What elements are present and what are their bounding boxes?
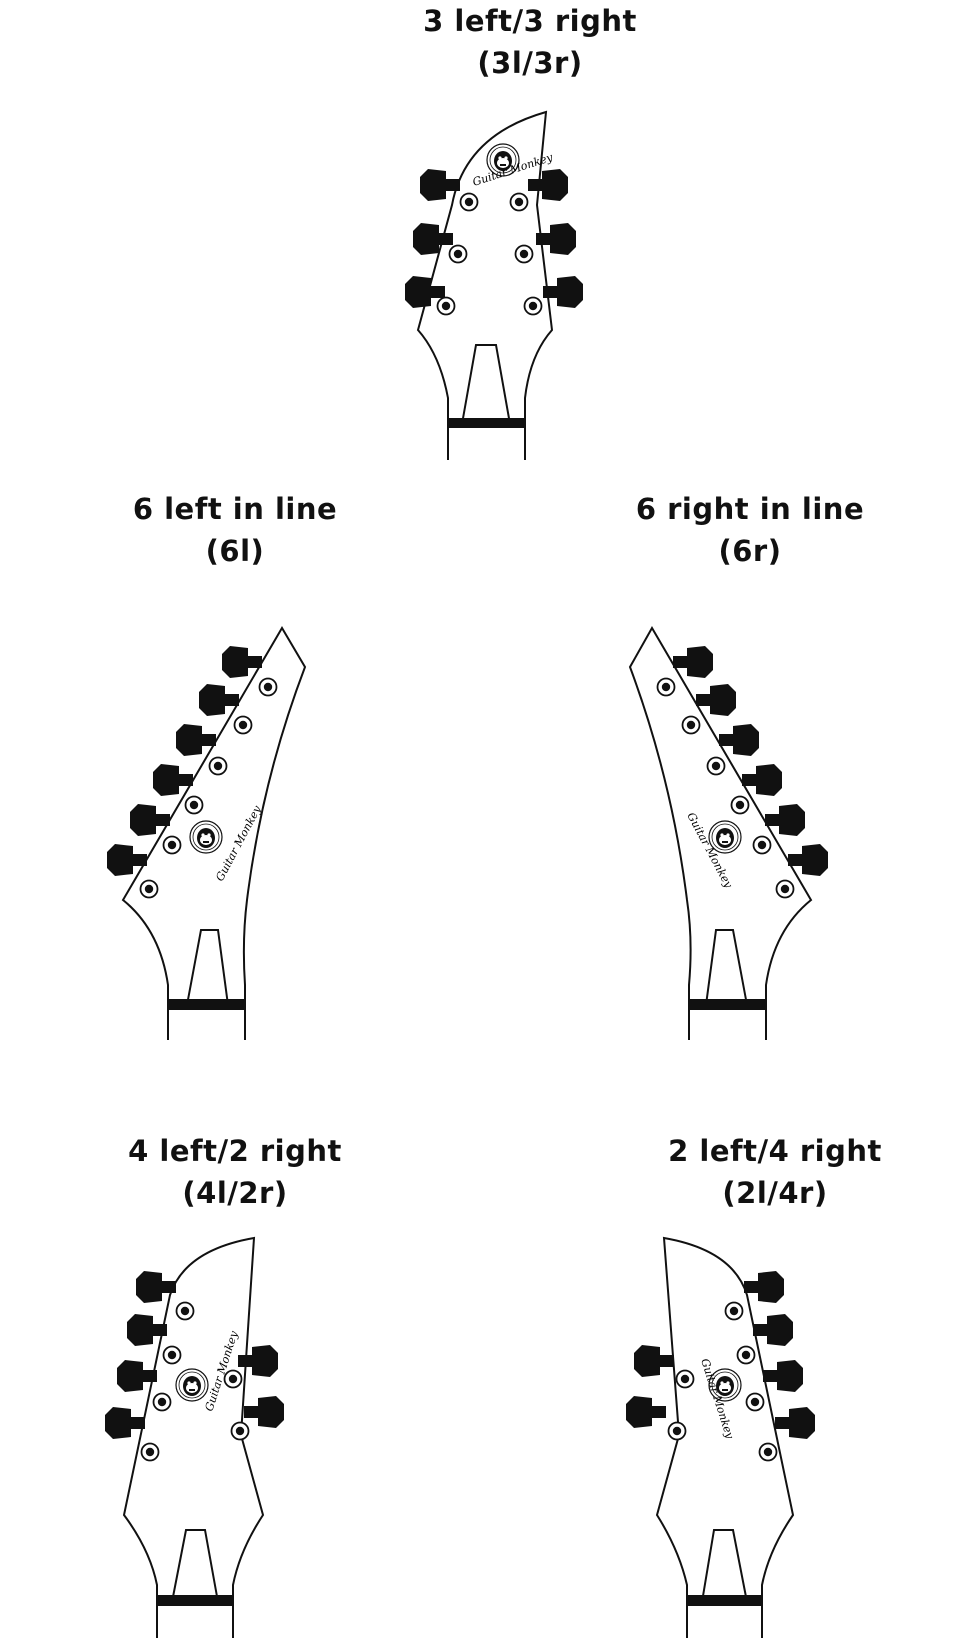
truss-rod-cover bbox=[171, 1529, 219, 1603]
string-post-icon bbox=[706, 756, 726, 776]
tuner-peg-icon bbox=[696, 684, 736, 716]
diagram-title: 6 left in line bbox=[132, 492, 338, 526]
string-post-icon bbox=[233, 715, 253, 735]
string-post-icon bbox=[258, 677, 278, 697]
headstock-4l-2r: Guitar Monkey bbox=[105, 1236, 284, 1638]
diagram-title: 2 left/4 right bbox=[668, 1134, 882, 1168]
label-6l: 6 left in line (6l) bbox=[75, 488, 395, 572]
diagram-title: 6 right in line bbox=[635, 492, 865, 526]
headstock-6r: Guitar Monkey bbox=[628, 625, 828, 1040]
diagram-code: (4l/2r) bbox=[182, 1176, 288, 1210]
truss-rod-cover bbox=[701, 1529, 748, 1603]
string-post-icon bbox=[230, 1421, 250, 1441]
string-post-icon bbox=[656, 677, 676, 697]
nut bbox=[157, 1595, 233, 1606]
headstock-3l-3r: Guitar Monkey bbox=[405, 110, 583, 460]
string-post-icon bbox=[681, 715, 701, 735]
string-post-icon bbox=[459, 192, 479, 212]
nut bbox=[448, 418, 525, 428]
string-post-icon bbox=[730, 795, 750, 815]
string-post-icon bbox=[436, 296, 456, 316]
truss-rod-cover bbox=[461, 344, 511, 425]
string-post-icon bbox=[724, 1301, 744, 1321]
tuner-peg-icon bbox=[753, 1314, 793, 1346]
headstock-outline bbox=[122, 1236, 265, 1638]
tuner-peg-icon bbox=[105, 1407, 145, 1439]
diagram-code: (3l/3r) bbox=[477, 46, 583, 80]
nut bbox=[689, 999, 766, 1010]
string-post-icon bbox=[139, 879, 159, 899]
truss-rod-cover bbox=[186, 929, 229, 1006]
diagram-code: (6r) bbox=[718, 534, 782, 568]
string-post-icon bbox=[745, 1392, 765, 1412]
diagram-code: (2l/4r) bbox=[722, 1176, 828, 1210]
string-post-icon bbox=[208, 756, 228, 776]
diagram-title: 4 left/2 right bbox=[128, 1134, 342, 1168]
tuner-peg-icon bbox=[626, 1396, 666, 1428]
string-post-icon bbox=[162, 835, 182, 855]
tuner-peg-icon bbox=[763, 1360, 803, 1392]
diagram-title: 3 left/3 right bbox=[423, 4, 637, 38]
string-post-icon bbox=[448, 244, 468, 264]
string-post-icon bbox=[152, 1392, 172, 1412]
string-post-icon bbox=[675, 1369, 695, 1389]
label-4l-2r: 4 left/2 right (4l/2r) bbox=[75, 1130, 395, 1214]
string-post-icon bbox=[162, 1345, 182, 1365]
label-2l-4r: 2 left/4 right (2l/4r) bbox=[615, 1130, 935, 1214]
label-3l-3r: 3 left/3 right (3l/3r) bbox=[370, 0, 690, 84]
string-post-icon bbox=[514, 244, 534, 264]
tuner-peg-icon bbox=[744, 1271, 784, 1303]
string-post-icon bbox=[175, 1301, 195, 1321]
string-post-icon bbox=[523, 296, 543, 316]
headstock-2l-4r: Guitar Monkey bbox=[626, 1236, 815, 1638]
nut bbox=[687, 1595, 762, 1606]
tuner-peg-icon bbox=[244, 1396, 284, 1428]
headstock-6l: Guitar Monkey bbox=[107, 626, 307, 1040]
string-post-icon bbox=[509, 192, 529, 212]
nut bbox=[168, 999, 245, 1010]
string-post-icon bbox=[140, 1442, 160, 1462]
tuner-peg-icon bbox=[634, 1345, 674, 1377]
string-post-icon bbox=[758, 1442, 778, 1462]
string-post-icon bbox=[736, 1345, 756, 1365]
string-post-icon bbox=[667, 1421, 687, 1441]
string-post-icon bbox=[775, 879, 795, 899]
monkey-logo-icon bbox=[189, 820, 223, 854]
string-post-icon bbox=[752, 835, 772, 855]
label-6r: 6 right in line (6r) bbox=[590, 488, 910, 572]
tuner-peg-icon bbox=[775, 1407, 815, 1439]
monkey-logo-icon bbox=[175, 1368, 209, 1402]
truss-rod-cover bbox=[705, 929, 748, 1006]
diagram-code: (6l) bbox=[205, 534, 265, 568]
string-post-icon bbox=[184, 795, 204, 815]
headstock-outline bbox=[655, 1236, 795, 1638]
